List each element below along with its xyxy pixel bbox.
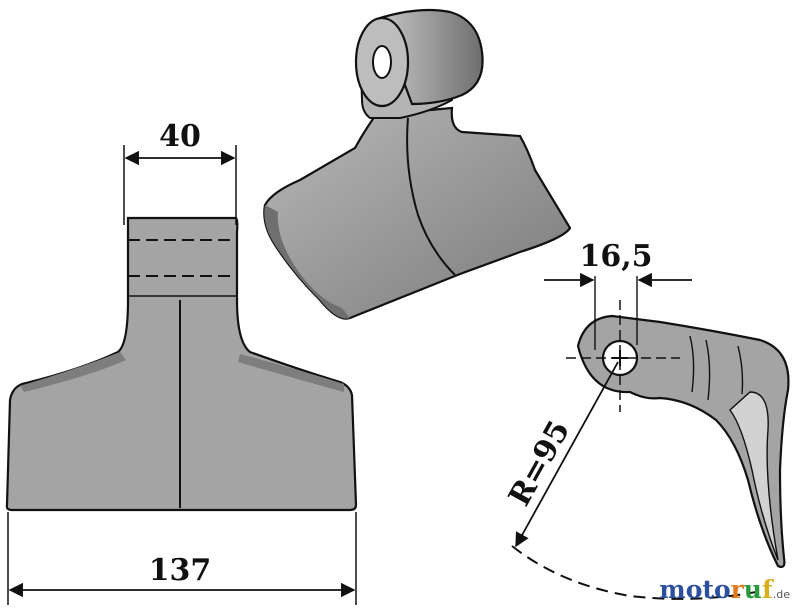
- isometric-view: [263, 8, 572, 320]
- side-view-profile: [576, 314, 790, 569]
- logo-letter: r: [730, 575, 744, 604]
- motoruf-logo: motoruf.de: [659, 575, 790, 604]
- front-view-left-bevel: [20, 352, 126, 392]
- iso-blade-front-edge: [264, 205, 350, 319]
- side-view-bend-line-2: [705, 339, 711, 401]
- logo-letter: f: [761, 575, 773, 604]
- side-view: [566, 300, 790, 569]
- logo-tld: .de: [772, 588, 790, 601]
- logo-letter: m: [659, 575, 686, 604]
- front-view-right-bevel: [238, 354, 344, 392]
- side-view-bend-line-3: [737, 345, 744, 395]
- label-r-95: R=95: [502, 415, 577, 512]
- logo-letter: u: [743, 575, 762, 604]
- label-40: 40: [159, 119, 201, 154]
- logo-letter: o: [685, 575, 703, 604]
- dimension-width-bottom: 137: [7, 512, 357, 605]
- logo-letter: o: [713, 575, 731, 604]
- front-view: [5, 216, 358, 512]
- logo-letter: t: [702, 575, 714, 604]
- logo-name: motoruf: [659, 575, 773, 604]
- iso-bore-hole: [372, 45, 392, 79]
- dimension-width-top: 40: [123, 119, 237, 225]
- dimension-hole-offset: 16,5: [544, 239, 692, 350]
- label-137: 137: [149, 553, 212, 588]
- side-view-bend-line-1: [689, 335, 695, 393]
- label-16-5: 16,5: [579, 239, 652, 274]
- side-view-edge-shade: [729, 391, 779, 561]
- iso-bend-line: [406, 117, 456, 276]
- radius-line: [515, 361, 619, 548]
